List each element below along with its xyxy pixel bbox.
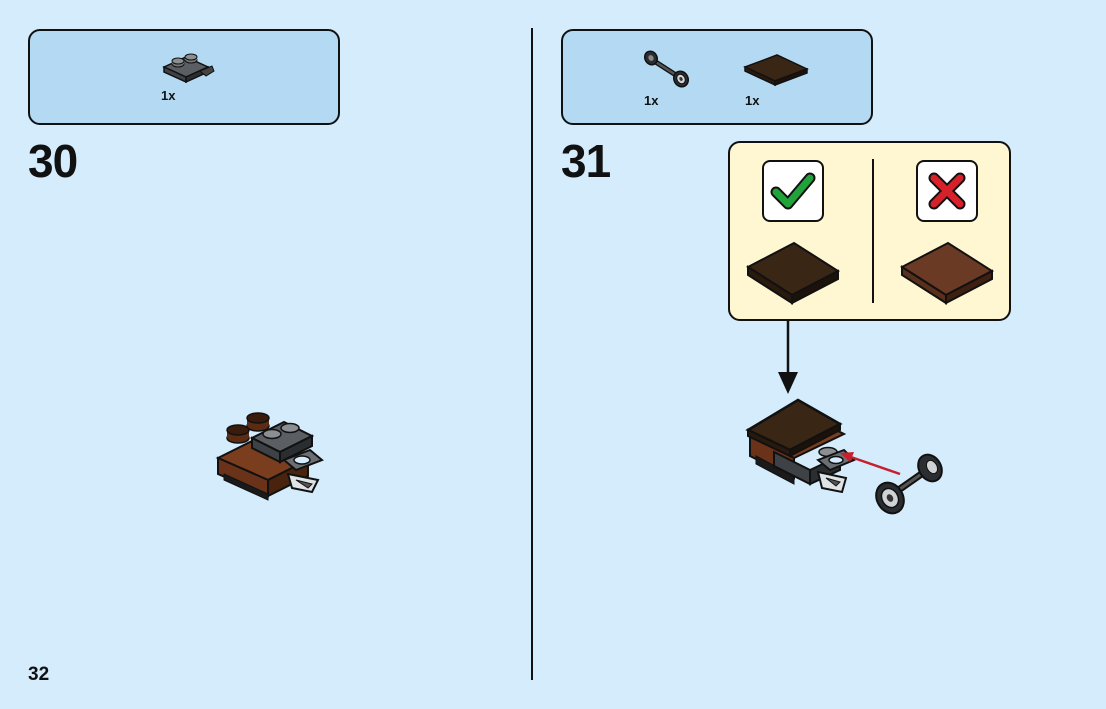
step-number: 31 xyxy=(561,135,611,187)
clip-plate-part-icon xyxy=(162,53,215,84)
dark-brown-tile-part-icon xyxy=(743,54,809,87)
page-divider xyxy=(531,28,533,680)
page-number: 32 xyxy=(28,664,50,685)
wrong-tile-illustration xyxy=(900,241,994,305)
wrong-badge xyxy=(916,160,978,222)
step-31-assembly-illustration xyxy=(745,398,943,515)
cross-icon xyxy=(928,172,966,210)
part-qty: 1x xyxy=(745,93,760,108)
down-arrow xyxy=(778,320,798,394)
step-31-parts-box: 1x 1x xyxy=(561,29,873,125)
correct-tile-illustration xyxy=(746,241,840,305)
check-icon xyxy=(770,172,816,210)
correct-badge xyxy=(762,160,824,222)
axle-with-wheels-part-icon xyxy=(643,50,690,88)
part-qty: 1x xyxy=(161,88,176,103)
part-qty: 1x xyxy=(644,93,659,108)
step-30-parts-box: 1x xyxy=(28,29,340,125)
color-hint-callout xyxy=(728,141,1011,321)
step-30-assembly-illustration xyxy=(215,412,324,501)
callout-separator xyxy=(872,159,874,303)
step-number: 30 xyxy=(28,135,78,187)
